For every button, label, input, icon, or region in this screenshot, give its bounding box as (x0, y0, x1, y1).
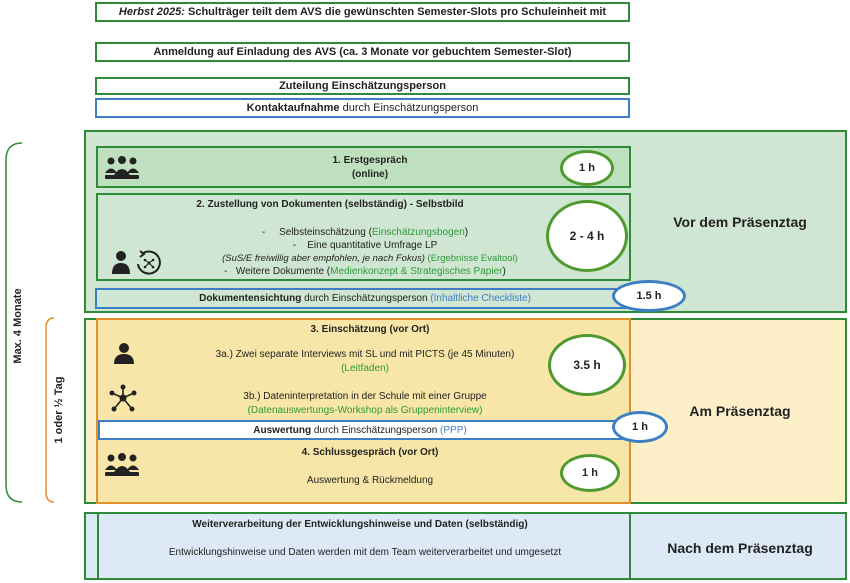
step2-item-selfassessment: - Selbsteinschätzung (Einschätzungsbogen… (200, 226, 530, 240)
step4-title: 4. Schlussgespräch (vor Ort) (301, 447, 439, 458)
max-months-label: Max. 4 Monate (12, 288, 24, 364)
step3b-link[interactable]: (Datenauswertungs-Workshop als Gruppenin… (247, 405, 483, 416)
top-step-kontakt-text: durch Einschätzungsperson (339, 102, 479, 114)
top-step-herbst: Herbst 2025: Schulträger teilt dem AVS d… (95, 2, 630, 22)
group-icon (105, 156, 139, 179)
step2-title: 2. Zustellung von Dokumenten (selbständi… (196, 199, 464, 210)
phase-after-label: Nach dem Präsenztag (667, 540, 813, 556)
phase-after-title: Weiterverarbeitung der Entwicklungshinwe… (192, 519, 528, 530)
phase-during-label: Am Präsenztag (689, 403, 791, 419)
step3-time: 3.5 h (548, 334, 626, 396)
top-step-anmeldung: Anmeldung auf Einladung des AVS (ca. 3 M… (95, 42, 630, 62)
review-bold: Dokumentensichtung (199, 293, 302, 304)
step1-box (96, 146, 631, 188)
step2-item1-text: Selbsteinschätzung ( (279, 227, 372, 238)
network-icon (109, 384, 137, 412)
step2-item4-text: Weitere Dokumente ( (235, 266, 331, 277)
review-rest: durch Einschätzungsperson (301, 293, 431, 304)
step4-time: 1 h (560, 454, 620, 492)
step2-item3-link[interactable]: (Ergebnisse Evaltool) (427, 253, 518, 264)
step2-item2-text: Eine quantitative Umfrage LP (307, 240, 438, 251)
step2-item4-link[interactable]: Medienkonzept & Strategisches Papier (330, 266, 503, 277)
eval-rest: durch Einschätzungsperson (311, 425, 441, 436)
phase-before-label: Vor dem Präsenztag (673, 214, 807, 230)
top-step-zuteilung: Zuteilung Einschätzungsperson (95, 77, 630, 95)
step3b-text: 3b.) Dateninterpretation in der Schule m… (243, 391, 487, 402)
step1-time: 1 h (560, 150, 614, 186)
step2-item1-link[interactable]: Einschätzungsbogen (371, 227, 465, 238)
step2-item-survey: - Eine quantitative Umfrage LP (200, 239, 530, 253)
step2-item-survey-note: (SuS/E freiwillig aber empfohlen, je nac… (180, 252, 560, 266)
day-bracket (45, 317, 55, 503)
top-step-kontakt: Kontaktaufnahme durch Einschätzungsperso… (95, 98, 630, 118)
step2-item4-close: ) (502, 266, 506, 277)
group-icon (105, 453, 139, 476)
review-text: Dokumentensichtung durch Einschätzungspe… (110, 292, 620, 306)
eval-text: Auswertung durch Einschätzungsperson (PP… (100, 424, 620, 438)
person-icon (114, 343, 134, 364)
step2-item-dash: - (261, 227, 280, 238)
step1-subtitle: (online) (351, 169, 389, 180)
eval-time: 1 h (612, 411, 668, 443)
review-link[interactable]: (Inhaltliche Checkliste) (430, 293, 531, 304)
step2-item-dash: - (292, 240, 308, 251)
person-workflow-icon (112, 250, 161, 275)
top-step-kontakt-bold: Kontaktaufnahme (246, 102, 340, 114)
phase-after-text: Entwicklungshinweise und Daten werden mi… (168, 547, 562, 558)
max-months-bracket (5, 142, 23, 503)
day-label: 1 oder ½ Tag (53, 376, 65, 444)
phase-after-inner-box (97, 512, 631, 580)
step1-title: 1. Erstgespräch (332, 155, 408, 166)
step2-item-documents: - Weitere Dokumente (Medienkonzept & Str… (180, 265, 550, 279)
step2-box (96, 193, 631, 281)
eval-link[interactable]: (PPP) (440, 425, 467, 436)
eval-bold: Auswertung (253, 425, 312, 436)
step2-item1-close: ) (464, 227, 469, 238)
step2-time: 2 - 4 h (546, 200, 628, 272)
step3a-text: 3a.) Zwei separate Interviews mit SL und… (215, 349, 515, 360)
top-step-herbst-italic: Herbst 2025: (118, 6, 185, 18)
top-step-anmeldung-text: Anmeldung auf Einladung des AVS (ca. 3 M… (153, 46, 572, 58)
step2-item3-text: (SuS/E freiwillig aber empfohlen, je nac… (222, 253, 425, 264)
step3-box (96, 318, 631, 504)
review-time: 1.5 h (612, 280, 686, 312)
step2-item-dash: - (224, 266, 236, 277)
top-step-zuteilung-text: Zuteilung Einschätzungsperson (279, 80, 446, 92)
step3a-link[interactable]: (Leitfaden) (341, 363, 389, 374)
step3-title: 3. Einschätzung (vor Ort) (310, 324, 430, 335)
step4-subtitle: Auswertung & Rückmeldung (306, 475, 434, 486)
top-step-herbst-text: Schulträger teilt dem AVS die gewünschte… (184, 6, 607, 18)
